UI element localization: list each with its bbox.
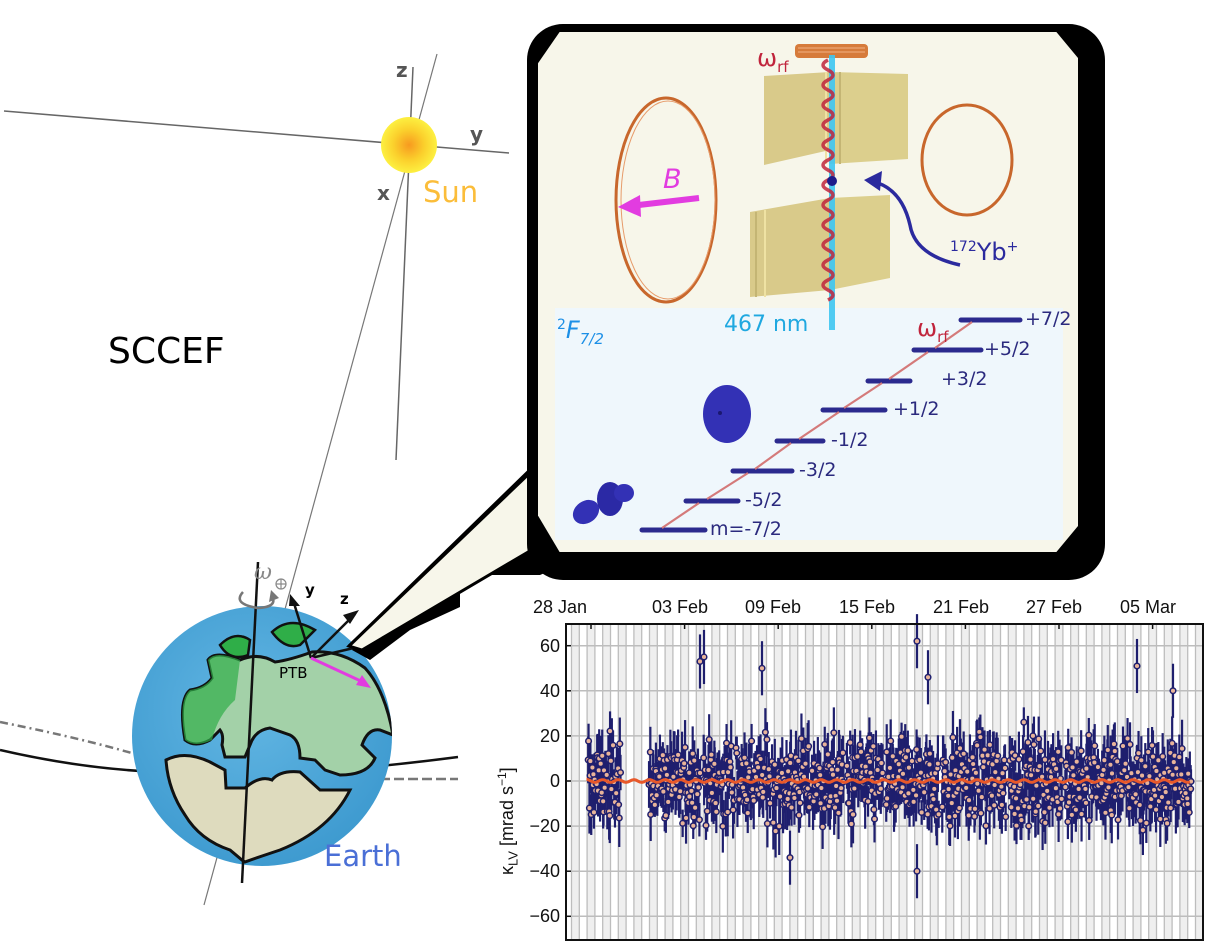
coil-right-icon (920, 103, 1014, 217)
continent-africa (164, 754, 353, 864)
y-tick-m20: −20 (529, 816, 560, 836)
sun-z-label: z (396, 58, 408, 82)
level-p-1-2: +1/2 (893, 398, 940, 420)
earth-label: Earth (324, 839, 402, 873)
rotation-arrow-icon (238, 591, 275, 610)
y-tick-m60: −60 (529, 906, 560, 926)
level-p-7-2: +7/2 (1025, 308, 1072, 330)
plot-frame (565, 623, 1204, 941)
x-tick-03feb: 03 Feb (652, 597, 709, 617)
sun-x-label: x (377, 181, 390, 205)
ptb-y-axis (291, 599, 313, 659)
sun-label: Sun (423, 175, 479, 209)
ptb-b-field-arrow (310, 656, 366, 685)
level-p-3-2: +3/2 (941, 368, 988, 390)
rf-frequency-label: ωrf (757, 44, 789, 76)
ptb-z-axis (310, 613, 356, 659)
x-tick-21feb: 21 Feb (933, 597, 990, 617)
ptb-y-label: y (305, 581, 315, 599)
term-symbol-label: 2F7/2 (557, 316, 604, 348)
ion-pointer-arrow (874, 180, 961, 267)
ion-icon (827, 176, 837, 186)
ptb-label: PTB (279, 664, 308, 682)
y-tick-0: 0 (549, 771, 560, 791)
ptb-z-label: z (340, 590, 349, 608)
b-field-label: B (663, 164, 682, 195)
omega-earth-label: ω (254, 560, 272, 585)
model-fit-line (586, 777, 1191, 784)
level-m-1-2: -1/2 (831, 429, 869, 451)
energy-levels (639, 317, 1023, 533)
laser-wavelength-label: 467 nm (724, 312, 809, 337)
orbital-torus-icon (703, 385, 751, 443)
sun-icon (381, 117, 437, 173)
orbital-dumbbell-icon (572, 482, 634, 525)
earth-rotation-axis (240, 561, 260, 884)
b-field-arrow (629, 195, 700, 209)
y-tick-20: 20 (539, 726, 560, 746)
y-tick-60: 60 (539, 636, 560, 656)
continent-uk (218, 634, 252, 659)
ptb-x-axis (310, 645, 359, 660)
rf-transition-arrows (661, 321, 973, 529)
ion-species-label: 172Yb+ (950, 238, 1019, 266)
sun-y-label: y (470, 122, 484, 146)
sccef-label: SCCEF (108, 331, 225, 372)
chart: 28 Jan 03 Feb 09 Feb 15 Feb 21 Feb 27 Fe… (480, 590, 1225, 947)
orbit-dashed (0, 720, 136, 756)
electrode-upper-right (830, 72, 908, 164)
x-tick-15feb: 15 Feb (839, 597, 896, 617)
y-tick-m40: −40 (529, 861, 560, 881)
coil-left-icon (614, 96, 718, 304)
electrode-lower-left (750, 198, 830, 297)
level-p-5-2: +5/2 (984, 338, 1031, 360)
level-m-3-2: -3/2 (799, 459, 837, 481)
levels-bg (555, 308, 1063, 540)
x-tick-28jan: 28 Jan (533, 597, 588, 617)
x-tick-09feb: 09 Feb (745, 597, 802, 617)
level-m-5-2: -5/2 (745, 489, 783, 511)
earth-icon (132, 606, 392, 866)
electrode-lower-right (830, 195, 890, 290)
electrode-upper-left (764, 72, 830, 165)
level-m-7-2: m=-7/2 (710, 518, 782, 540)
y-tick-40: 40 (539, 681, 560, 701)
levels-rf-label: ωrf (917, 314, 949, 346)
x-tick-27feb: 27 Feb (1026, 597, 1083, 617)
x-tick-05mar: 05 Mar (1120, 597, 1177, 617)
